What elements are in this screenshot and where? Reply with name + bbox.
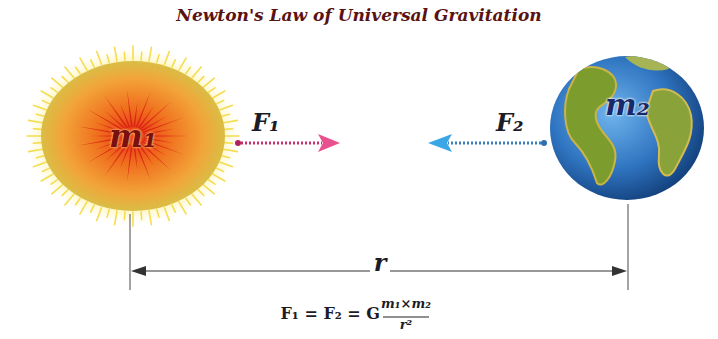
force-label: F₁ (252, 110, 280, 135)
sun-mass: m₁ (40, 60, 226, 212)
earth-shape (549, 55, 705, 201)
earth-mass: m₂ (549, 55, 705, 201)
mass-label: m₁ (109, 117, 157, 155)
sun-glow (27, 48, 239, 224)
force-label: F₂ (496, 110, 524, 135)
diagram-title: Newton's Law of Universal Gravitation (0, 5, 718, 25)
formula-denominator: r² (400, 318, 413, 332)
force-arrow (235, 134, 340, 152)
distance-label: r (370, 250, 391, 275)
dimension-line (130, 204, 628, 290)
sun-rays (27, 46, 239, 226)
formula-numerator: m₁×m₂ (381, 297, 431, 311)
mass-label: m₂ (605, 87, 650, 122)
formula-text: F₁ = F₂ = G (281, 306, 381, 323)
force-arrow (428, 134, 547, 152)
